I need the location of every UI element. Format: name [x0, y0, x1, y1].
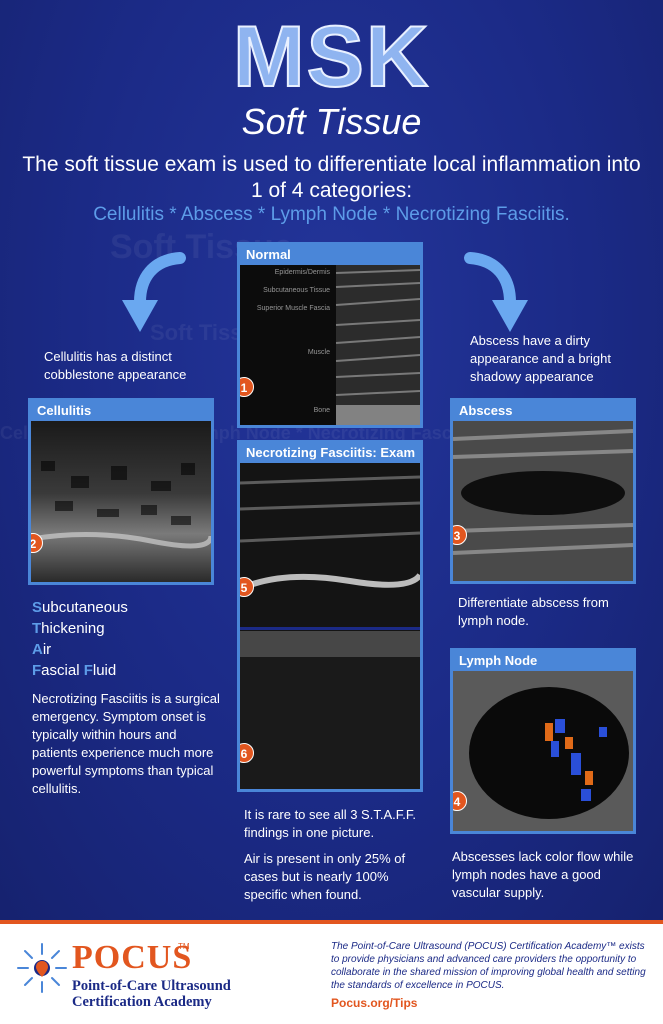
necrotizing-panel-title: Necrotizing Fasciitis: Exam [240, 443, 420, 463]
staff-line: Fascial Fluid [32, 660, 128, 681]
cellulitis-ultrasound-image [31, 421, 211, 582]
staff-line: Air [32, 639, 128, 660]
staff-word: ascial [41, 662, 84, 679]
necrotizing-badge-bottom: 6 [240, 743, 254, 763]
footer-link[interactable]: Pocus.org/Tips [331, 996, 418, 1010]
staff-line: Thickening [32, 618, 128, 639]
lymph-panel: Lymph Node 4 [450, 648, 636, 834]
normal-layer-label: Subcutaneous Tissue [263, 287, 330, 294]
staff-letter: T [32, 620, 42, 637]
pocus-trademark: TM [178, 942, 190, 951]
staff-line: Subcutaneous [32, 597, 128, 618]
necrotizing-panel: Necrotizing Fasciitis: Exam 5 6 [237, 440, 423, 792]
normal-layer-label: Epidermis/Dermis [274, 269, 330, 276]
lymph-badge: 4 [453, 791, 467, 811]
necrotizing-ultrasound-image [240, 463, 420, 789]
curved-arrow-left-icon [122, 252, 186, 332]
abscess-panel: Abscess 3 [450, 398, 636, 584]
staff-letter: F [83, 662, 93, 679]
staff-letter: S [32, 599, 43, 616]
normal-panel: Normal Epidermis/Dermis Subcutaneous Tis… [237, 242, 423, 428]
logo-line: Certification Academy [72, 994, 212, 1010]
lymph-panel-title: Lymph Node [453, 651, 633, 671]
staff-mnemonic: Subcutaneous Thickening Air Fascial Flui… [32, 597, 128, 681]
cellulitis-panel: Cellulitis 2 [28, 398, 214, 585]
normal-layer-label: Bone [313, 407, 330, 414]
poster: Soft Tissue Soft Tissue Cellulitis * Abs… [0, 0, 663, 920]
staff-word: hickening [41, 620, 105, 637]
staff-word: ir [42, 641, 52, 658]
staff-word: luid [92, 662, 117, 679]
necrotizing-description: Necrotizing Fasciitis is a surgical emer… [32, 691, 220, 796]
air-specific-note: Air is present in only 25% of cases but … [244, 851, 406, 902]
abscess-badge: 3 [453, 525, 467, 545]
normal-layer-label: Superior Muscle Fascia [256, 305, 330, 312]
staff-letter: F [32, 662, 42, 679]
normal-badge: 1 [240, 377, 254, 397]
abscess-panel-title: Abscess [453, 401, 633, 421]
staff-letter: A [32, 641, 43, 658]
necrotizing-badge-top: 5 [240, 577, 254, 597]
lymph-ultrasound-image [453, 671, 633, 831]
pocus-sunburst-logo-icon [17, 943, 67, 993]
footer: POCUS TM Point-of-Care Ultrasound Certif… [0, 920, 663, 1024]
cellulitis-panel-title: Cellulitis [31, 401, 211, 421]
normal-ultrasound-image [240, 265, 420, 425]
page-subtitle: Soft Tissue [241, 101, 422, 142]
categories-text: Cellulitis * Abscess * Lymph Node * Necr… [93, 204, 570, 225]
staff-word: ubcutaneous [42, 599, 128, 616]
curved-arrow-right-icon [464, 252, 528, 332]
abscess-ultrasound-image [453, 421, 633, 581]
logo-line: Point-of-Care Ultrasound [72, 978, 231, 994]
lymph-note: Abscesses lack color flow while lymph no… [452, 849, 634, 900]
abscess-caption: Abscess have a dirty appearance and a br… [470, 333, 611, 384]
pocus-logo-subtitle: Point-of-Care Ultrasound Certification A… [72, 978, 231, 1010]
abscess-note: Differentiate abscess from lymph node. [458, 595, 609, 628]
footer-description: The Point-of-Care Ultrasound (POCUS) Cer… [331, 941, 646, 991]
intro-text: The soft tissue exam is used to differen… [22, 153, 641, 202]
normal-layer-label: Muscle [307, 349, 330, 356]
cellulitis-caption: Cellulitis has a distinct cobblestone ap… [44, 349, 187, 382]
normal-panel-title: Normal [240, 245, 420, 265]
pocus-logo-text: POCUS [72, 939, 193, 976]
page-title: MSK [232, 9, 431, 105]
staff-rare-note: It is rare to see all 3 S.T.A.F.F. findi… [244, 807, 416, 840]
